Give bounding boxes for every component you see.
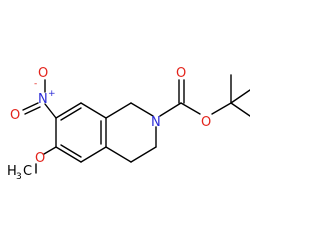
nitro-double-oxygen-label: O xyxy=(10,108,20,123)
bond-ring-c6-c5 xyxy=(55,146,82,163)
bond-nitro-n-o-side-b xyxy=(24,106,41,115)
bond-aromatic-inner-1 xyxy=(60,107,82,121)
bond-ring-c5-c4a xyxy=(80,146,107,163)
methoxy-h-label: H xyxy=(7,164,17,179)
chemical-structure: O - N + O N O O O H 3 C xyxy=(7,66,250,182)
methoxy-oxygen-label: O xyxy=(35,151,45,166)
bond-ring-c8-c7 xyxy=(55,102,82,119)
bonds xyxy=(22,74,250,174)
ring-nitrogen-label: N xyxy=(151,115,161,130)
nitro-nitrogen-charge: + xyxy=(48,89,56,99)
bond-nitro-n-o-side-a xyxy=(22,102,39,111)
bond-c8a-c1 xyxy=(105,102,132,119)
bond-tbu-methyl-3 xyxy=(230,102,250,117)
bond-ring-c8a-c8 xyxy=(80,102,107,119)
ester-oxygen-label: O xyxy=(201,115,211,130)
bond-c6-methoxy-o xyxy=(43,146,57,155)
bond-n2-carbonyl xyxy=(159,102,182,117)
bond-carbonyl-ester-o xyxy=(180,102,201,115)
bond-c7-nitro-n xyxy=(44,103,57,119)
bond-c1-n2 xyxy=(130,102,154,117)
nitro-oxygen-charge: - xyxy=(34,79,37,89)
methoxy-c-label: C xyxy=(23,164,32,179)
methoxy-methyl-label: H 3 C xyxy=(7,164,32,182)
methoxy-subscript-3: 3 xyxy=(16,172,22,182)
carbonyl-oxygen-label: O xyxy=(176,66,186,81)
nitro-nitrogen-label: N xyxy=(38,92,48,107)
bond-c4-c4a xyxy=(105,146,132,163)
bond-aromatic-inner-2 xyxy=(60,144,82,158)
nitro-oxygen-label: O xyxy=(38,66,48,81)
bond-c3-c4 xyxy=(130,146,157,163)
bond-tbu-methyl-2 xyxy=(230,89,250,104)
bond-ester-o-tbu xyxy=(211,102,232,115)
